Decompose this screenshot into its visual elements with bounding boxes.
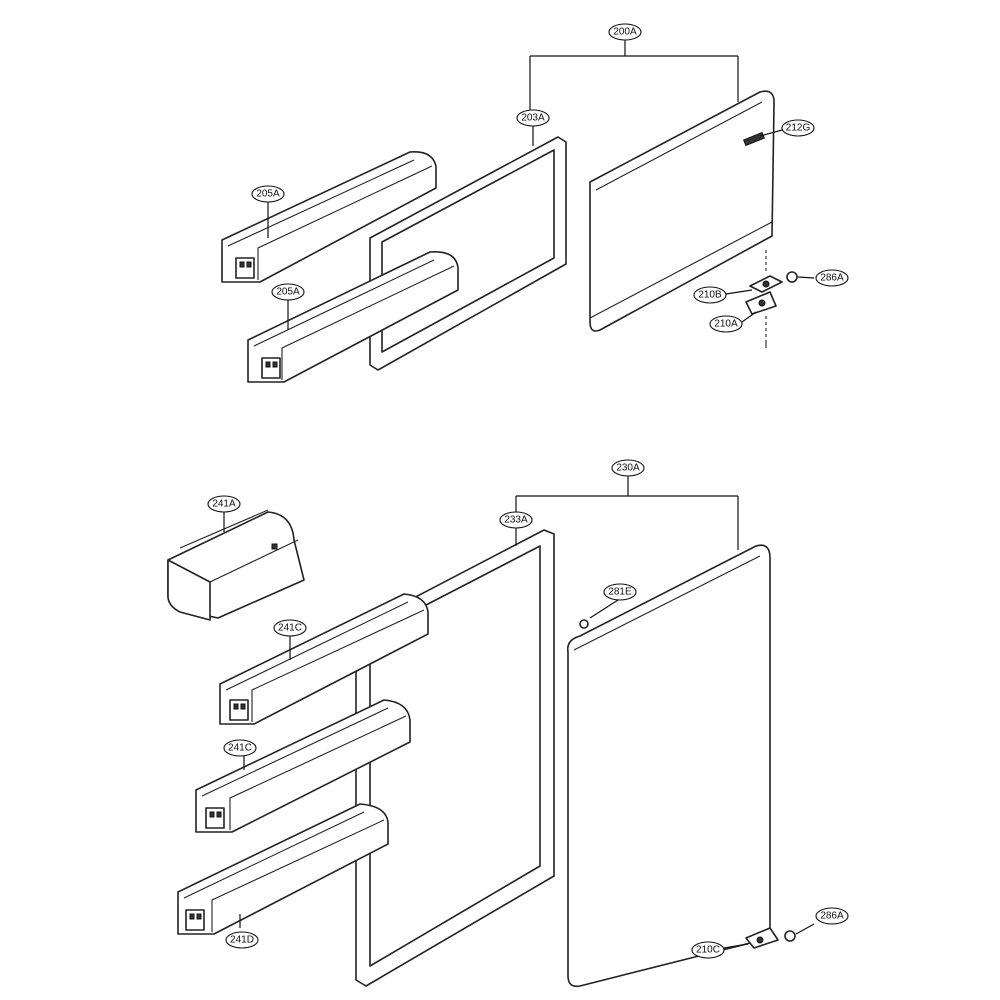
callout-203A: 203A: [516, 109, 550, 127]
callout-210C: 210C: [691, 941, 725, 959]
callout-241A: 241A: [207, 495, 241, 513]
callout-210A: 210A: [709, 315, 743, 333]
callout-286A-lower: 286A: [815, 907, 849, 925]
callout-281E: 281E: [603, 583, 637, 601]
leader-286A-upper: [797, 276, 815, 279]
leader-210B: [725, 289, 753, 295]
lower-door-gasket: [355, 529, 555, 987]
callout-212G: 212G: [781, 119, 815, 137]
callout-230A-label: 230A: [616, 463, 640, 474]
callout-203A-label: 203A: [521, 113, 545, 124]
callout-210C-label: 210C: [696, 945, 720, 956]
callout-210B-label: 210B: [698, 290, 722, 301]
leader-210A: [741, 311, 757, 323]
leader-230A: [515, 476, 739, 550]
callout-241C-lower: 241C: [223, 739, 257, 757]
lower-dairy-bin: [167, 509, 305, 621]
leader-200A: [529, 40, 739, 115]
callout-210B: 210B: [693, 286, 727, 304]
lower-door-shelf-2: [195, 699, 411, 833]
callout-241D-label: 241D: [230, 935, 254, 946]
callout-205A-lower: 205A: [271, 283, 305, 301]
leader-210C: [723, 943, 749, 949]
callout-205A-lower-label: 205A: [276, 287, 300, 298]
callout-233A-label: 233A: [504, 515, 528, 526]
callout-286A-lower-label: 286A: [820, 911, 844, 922]
callout-230A: 230A: [611, 459, 645, 477]
leader-212G: [759, 129, 783, 137]
upper-door-panel: [589, 90, 775, 332]
callout-200A-label: 200A: [613, 27, 637, 38]
callout-205A-upper-label: 205A: [256, 189, 280, 200]
callout-286A-upper: 286A: [815, 269, 849, 287]
lower-door-panel: [566, 544, 771, 988]
callout-241D: 241D: [225, 931, 259, 949]
upper-door-shelf-2: [247, 251, 459, 383]
callout-241A-label: 241A: [212, 499, 236, 510]
upper-hinge-bracket: [745, 250, 798, 348]
callout-241C-upper-label: 241C: [278, 623, 302, 634]
callout-233A: 233A: [499, 511, 533, 529]
callout-200A: 200A: [608, 23, 642, 41]
callout-241C-upper: 241C: [273, 619, 307, 637]
callout-286A-upper-label: 286A: [820, 273, 844, 284]
callout-205A-upper: 205A: [251, 185, 285, 203]
leader-286A-lower: [795, 923, 815, 935]
leader-281E: [589, 599, 619, 619]
lower-door-shelf-1: [219, 593, 429, 725]
lower-door-shelf-3: [177, 803, 389, 935]
lower-hinge-bracket: [745, 927, 796, 949]
callout-281E-label: 281E: [608, 587, 632, 598]
upper-door-shelf-1: [221, 150, 437, 283]
callout-241C-lower-label: 241C: [228, 743, 252, 754]
callout-212G-label: 212G: [786, 123, 811, 134]
door-stopper-pin: [579, 619, 589, 629]
callout-210A-label: 210A: [714, 319, 738, 330]
